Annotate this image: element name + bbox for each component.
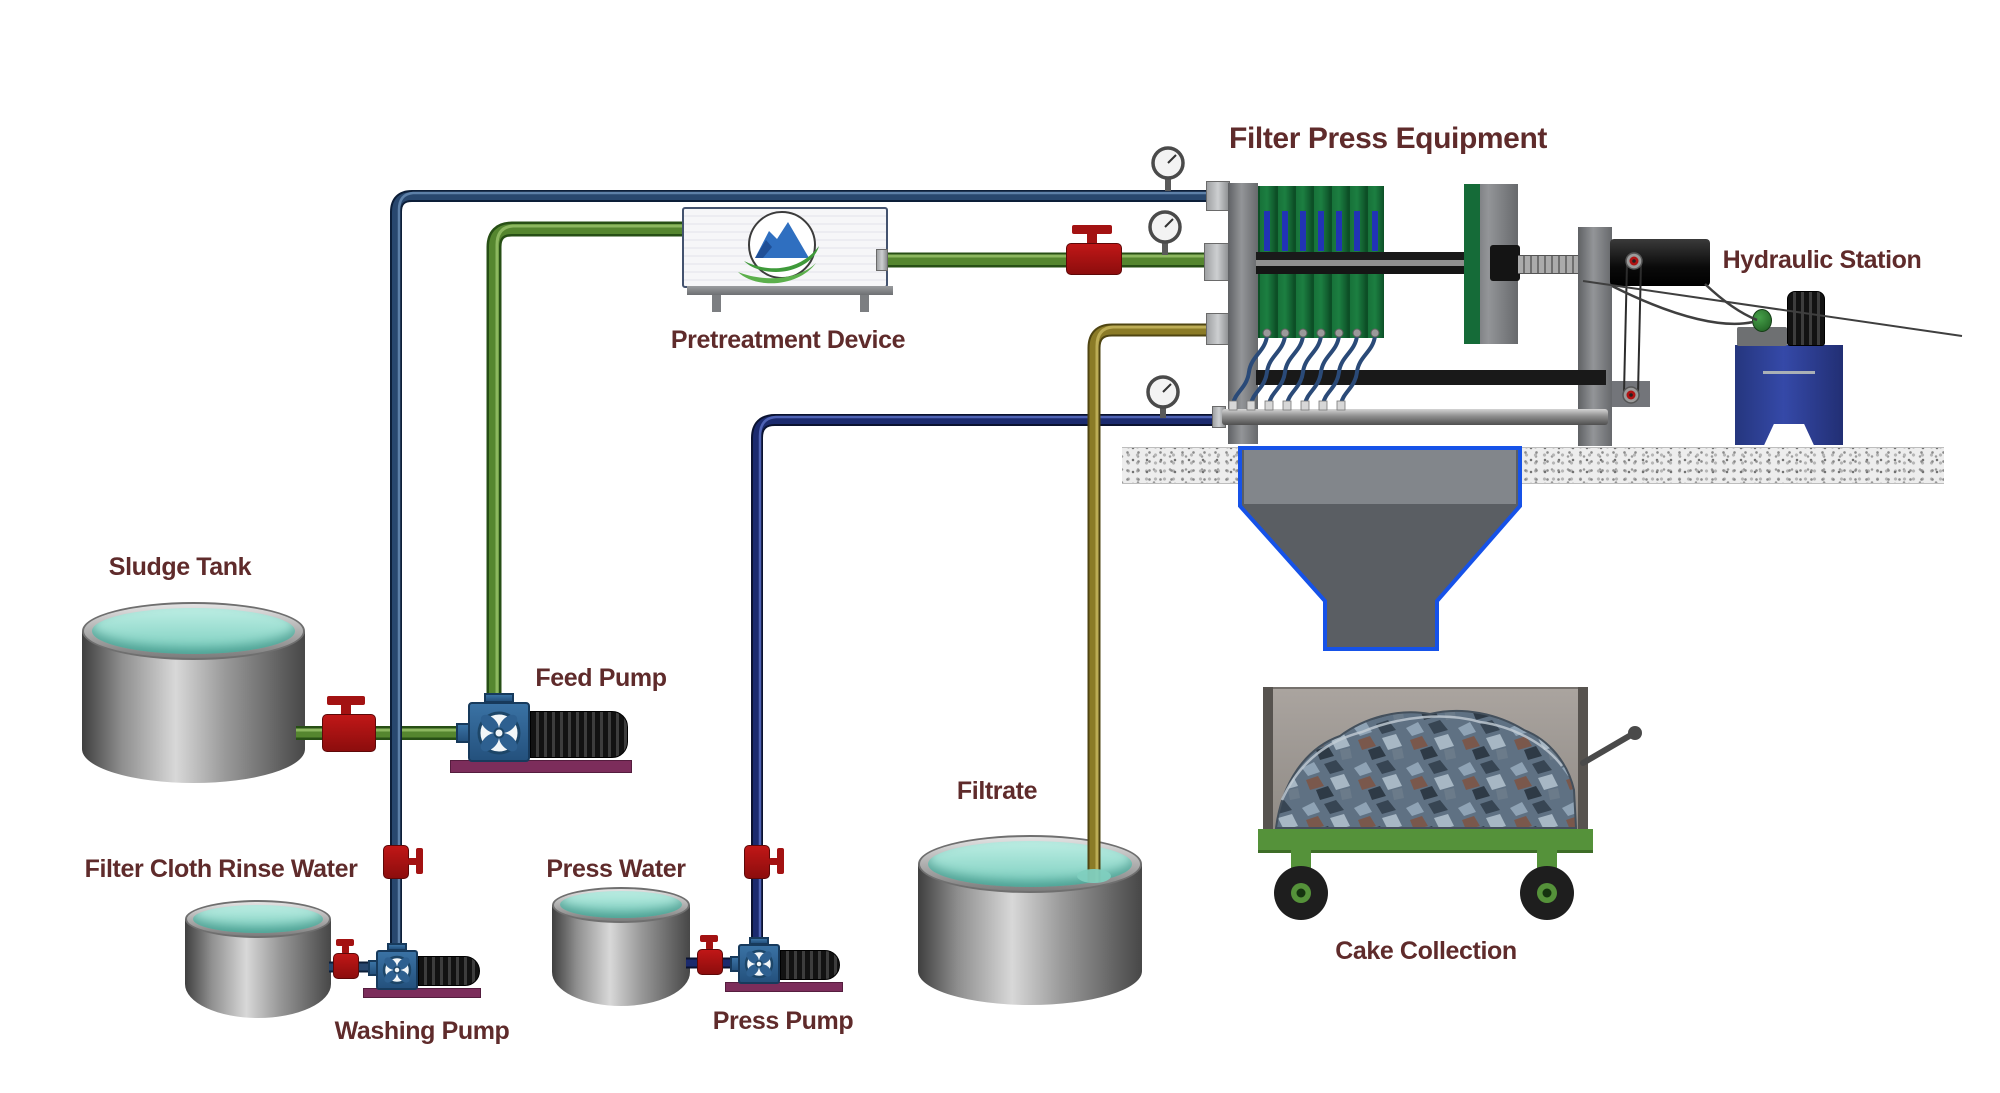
press-pump-base [725,982,843,992]
cake-pile [1274,709,1578,829]
pulley-lower [1622,386,1640,404]
press-pump-top-flange [749,937,769,945]
pretreatment-leg-right [860,295,869,312]
feed-pump-inlet-flange [456,723,470,743]
cart-wall-left [1263,687,1273,830]
washing-pump-impeller [382,955,412,985]
pretreatment-base [687,286,893,295]
filtrate-collection-pipe [1222,409,1608,425]
valve-block [1737,327,1787,346]
press-pump-motor [780,950,840,980]
pressure-gauge-top [1151,146,1185,191]
sludge-tank-label: Sludge Tank [108,553,252,581]
pressure-gauge-bottom [1146,375,1180,418]
washing-pump-inlet-flange [368,960,378,976]
cake-collection-label: Cake Collection [1335,937,1517,965]
filter-plate-slots [1258,211,1384,251]
pretreatment-device-label: Pretreatment Device [670,326,906,354]
feed-pump-label: Feed Pump [535,664,667,692]
hydraulic-cable [1582,280,1963,337]
cart-wheel-left [1274,866,1328,920]
concrete-floor-right [1520,447,1944,484]
press-pump-impeller [744,949,774,979]
hopper-upper-shade [1244,450,1516,504]
oil-level-slot [1763,371,1815,374]
cart-handle [1580,726,1642,766]
feed-pump-base [450,760,632,773]
hydraulic-station-label: Hydraulic Station [1722,246,1922,274]
pulley-upper [1625,252,1643,270]
filtrate-surface-splash [1077,869,1111,883]
press-pump-inlet-flange [730,956,740,972]
cart-wheel-right [1520,866,1574,920]
movable-head-plate [1464,184,1480,344]
hydraulic-hose-2 [1704,283,1758,322]
feed-pump-top-flange [484,693,514,703]
cart-wall-right [1578,687,1588,830]
piston-coupling [1490,245,1520,281]
hydraulic-hose-1 [1611,284,1754,326]
press-water-tank-water [560,891,682,918]
screw-rod [1518,255,1580,274]
diagram-title: Filter Press Equipment [1229,122,1547,155]
station-knob [1752,309,1772,332]
press-pump-label: Press Pump [712,1007,854,1035]
washing-pump-base [363,988,481,998]
filter-cloth-rinse-water-label: Filter Cloth Rinse Water [84,855,358,883]
concrete-floor-left [1122,447,1242,484]
pretreatment-logo-icon [738,211,819,284]
rinse-tank-water [193,905,323,933]
press-main-beam [1256,252,1518,274]
sludge-tank-water [92,608,295,654]
pretreatment-leg-left [712,295,721,312]
press-water-label: Press Water [546,855,686,883]
pressure-gauge-feed [1148,210,1182,255]
filtrate-pipe [1087,323,1216,882]
washing-pump-motor [418,956,480,986]
filtrate-label: Filtrate [956,777,1038,805]
drip-tubes [1228,328,1380,411]
washing-pump-label: Washing Pump [334,1017,510,1045]
feed-pump-impeller [477,711,521,755]
feed-pump-motor [530,711,628,758]
pressure-gauges [1146,146,1185,418]
closing-gear [1582,252,1963,404]
press-side-rail [1256,370,1606,385]
device-outlet-flange [876,249,888,271]
station-motor [1787,291,1825,346]
washing-pump-top-flange [387,943,407,951]
cart-deck [1258,829,1593,853]
